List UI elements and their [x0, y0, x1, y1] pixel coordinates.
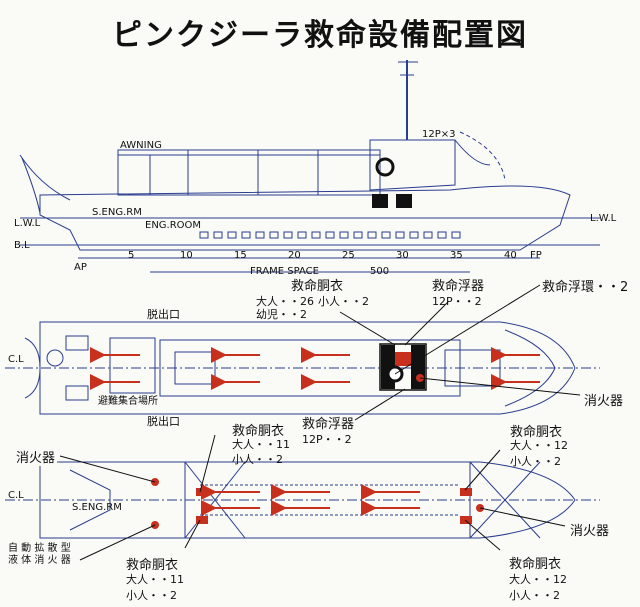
cl-label-top: C.L [8, 354, 24, 365]
life-jacket-lower-right-top [460, 488, 472, 496]
hull-lower [39, 461, 576, 539]
life-buoy-side-icon [375, 157, 395, 177]
frame-space-label: FRAME SPACE [250, 266, 319, 277]
life-float-block-right [411, 345, 425, 389]
window-row [199, 231, 461, 239]
assembly-area-label: 避難集合場所 [98, 396, 158, 407]
life-jacket-center-top-heading: 救命胴衣 [232, 424, 285, 439]
life-jacket-top-infant: 幼児・・2 [256, 308, 307, 321]
life-jacket-left-bottom-heading: 救命胴衣 [126, 558, 179, 573]
lwl-label-right: L.W.L [590, 213, 617, 224]
wheelhouse [369, 139, 456, 191]
life-jacket-lower-right-bottom [460, 516, 472, 524]
frame-number: 20 [288, 250, 301, 261]
frame-number: 35 [450, 250, 463, 261]
s-eng-rm-lower-label: S.ENG.RM [72, 502, 122, 513]
eng-room-label: ENG.ROOM [145, 220, 202, 231]
hull-side [39, 185, 571, 251]
life-float-side-1 [372, 194, 388, 208]
life-float-top-count: 12P・・2 [432, 295, 482, 308]
life-jacket-top-adult: 大人・・26 [256, 295, 314, 308]
hull-top [39, 321, 576, 415]
cl-label-lower: C.L [8, 490, 24, 501]
frame-number: 15 [234, 250, 247, 261]
bl-label: B.L [14, 240, 30, 251]
page-title: ピンクジーラ救命設備配置図 [112, 18, 528, 53]
life-jacket-center-top-child: 小人・・2 [232, 453, 283, 466]
leader-extinguisher-top [419, 377, 581, 396]
life-jacket-top-child: 小人・・2 [318, 295, 369, 308]
life-jacket-right-top-child: 小人・・2 [510, 455, 561, 468]
awning-label: AWNING [120, 140, 162, 151]
life-jacket-right-top-heading: 救命胴衣 [510, 425, 563, 440]
frame-space-value: 500 [370, 266, 390, 277]
frame-number: 5 [128, 250, 135, 261]
auto-extinguisher-label-1: 自 動 拡 散 型 [8, 543, 71, 554]
life-jacket-left-bottom-adult: 大人・・11 [126, 573, 184, 586]
top-deck-equipment [90, 284, 581, 421]
mast-label: 12P×3 [422, 129, 456, 140]
frame-number: 40 [504, 250, 517, 261]
auto-extinguisher-label-2: 液 体 消 火 器 [8, 555, 71, 566]
life-jacket-left-bottom-child: 小人・・2 [126, 589, 177, 602]
frame-number: 30 [396, 250, 409, 261]
top-deck-plan [5, 321, 600, 415]
life-jacket-right-bottom-heading: 救命胴衣 [509, 557, 562, 572]
exit-bottom-label: 脱出口 [147, 415, 180, 428]
lower-deck-plan [5, 461, 600, 539]
life-jacket-center-top-adult: 大人・・11 [232, 438, 290, 451]
life-jacket-right-top-adult: 大人・・12 [510, 439, 568, 452]
exit-top-label: 脱出口 [147, 308, 180, 321]
leader-buoy [394, 284, 541, 375]
life-jacket-right-bottom-adult: 大人・・12 [509, 573, 567, 586]
life-float-bottom-heading: 救命浮器 [302, 417, 355, 432]
lwl-label: L.W.L [14, 218, 41, 229]
side-elevation [19, 60, 600, 273]
life-jacket-top-heading: 救命胴衣 [291, 279, 344, 294]
life-float-side-2 [396, 194, 412, 208]
frame-number: 25 [342, 250, 355, 261]
fire-extinguisher-lower-right-label: 消火器 [568, 520, 612, 539]
fire-extinguisher-lower-left-label: 消火器 [14, 447, 58, 466]
life-jacket-top-marker [395, 352, 411, 366]
ap-label: AP [74, 262, 87, 273]
awning-roof [117, 149, 381, 196]
life-jacket-right-bottom-child: 小人・・2 [509, 589, 560, 602]
life-jacket-lower-left-top [196, 488, 208, 496]
life-jacket-lower-left-bottom [196, 516, 208, 524]
s-eng-rm-label: S.ENG.RM [92, 207, 142, 218]
frame-number: 10 [180, 250, 193, 261]
life-buoy-label: 救命浮環・・2 [540, 276, 631, 295]
life-float-bottom-count: 12P・・2 [302, 433, 352, 446]
life-float-top-heading: 救命浮器 [432, 279, 485, 294]
fire-extinguisher-top-label: 消火器 [582, 390, 626, 409]
lower-deck-equipment [59, 434, 566, 561]
fp-label: FP [530, 250, 542, 261]
